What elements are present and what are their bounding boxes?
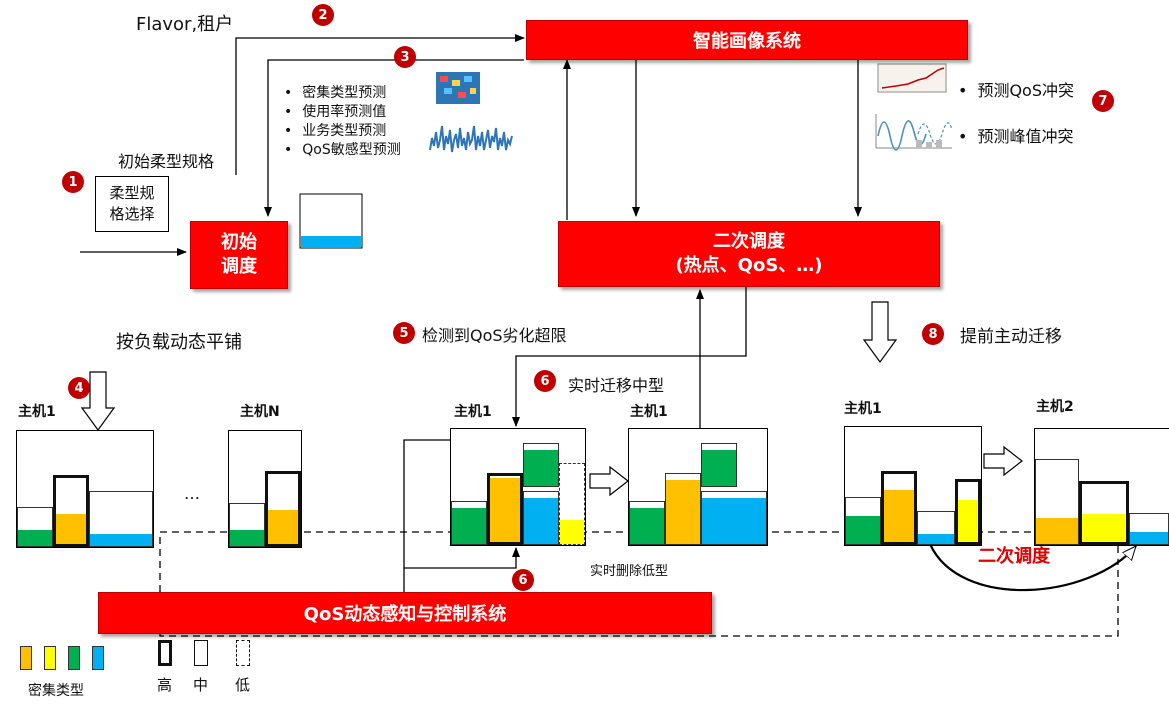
legend-low-swatch <box>236 640 250 666</box>
step-badge: 8 <box>922 323 944 345</box>
spec-select-line-2: 格选择 <box>109 205 155 223</box>
tile-label: 按负载动态平铺 <box>116 332 242 353</box>
vm-block-low <box>559 463 585 545</box>
secondary-scheduling-label-1: 二次调度 <box>713 231 785 252</box>
proactive-label: 提前主动迁移 <box>960 327 1062 347</box>
step-badge: 7 <box>1092 90 1114 112</box>
host-label: 主机2 <box>1036 399 1074 415</box>
legend-low-label: 低 <box>235 676 251 694</box>
secondary-scheduling-box[interactable]: 二次调度 (热点、QoS、…) <box>558 221 940 287</box>
vm-block <box>629 501 665 545</box>
vm-block <box>701 443 737 487</box>
step-badge: 1 <box>62 171 84 193</box>
initial-scheduling-label-2: 调度 <box>221 256 257 277</box>
hollow-arrow-down-4 <box>80 371 116 432</box>
host-panel <box>844 426 982 546</box>
conflict-list: 预测QoS冲突 预测峰值冲突 <box>958 68 1074 160</box>
peak-wave-thumbnail <box>875 114 953 151</box>
step-badge: 6 <box>512 569 534 591</box>
vm-block <box>701 491 767 545</box>
qos-control-system-box[interactable]: QoS动态感知与控制系统 <box>98 592 712 634</box>
vm-block <box>523 443 559 487</box>
prediction-item: 业务类型预测 <box>284 122 401 141</box>
hollow-arrow-right-1 <box>589 465 629 497</box>
conflict-item: 预测峰值冲突 <box>958 114 1074 160</box>
legend-swatch <box>68 646 80 670</box>
host-label: 主机1 <box>630 404 668 420</box>
vm-block <box>881 471 917 545</box>
prediction-list: 密集类型预测 使用率预测值 业务类型预测 QoS敏感型预测 <box>284 84 401 160</box>
vm-block <box>53 475 89 547</box>
secondary-scheduling-label-2: (热点、QoS、…) <box>675 255 823 276</box>
qos-control-system-label: QoS动态感知与控制系统 <box>303 604 507 625</box>
step-badge: 4 <box>68 377 90 399</box>
legend-mid-swatch <box>194 640 208 666</box>
vm-block <box>917 511 955 545</box>
step-badge: 5 <box>393 322 415 344</box>
flavor-label: Flavor,租户 <box>136 14 234 35</box>
hollow-arrow-down-8 <box>862 301 898 364</box>
vm-block <box>17 507 53 547</box>
host-panel <box>228 430 302 548</box>
vm-block <box>451 501 487 545</box>
step-badge: 6 <box>534 370 556 392</box>
spec-select-line-1: 柔型规 <box>109 184 155 202</box>
step-badge: 3 <box>394 46 416 68</box>
host-label: 主机1 <box>18 404 56 420</box>
vm-block <box>845 497 881 545</box>
host-label: 主机1 <box>844 401 882 417</box>
legend-high-swatch <box>158 640 172 666</box>
arrow-flavor-to-profile <box>235 34 525 175</box>
detect-label: 检测到QoS劣化超限 <box>422 326 567 345</box>
vm-block <box>1079 481 1129 545</box>
initial-scheduling-label-1: 初始 <box>221 232 257 253</box>
prediction-item: 使用率预测值 <box>284 103 401 122</box>
host-panel <box>450 428 586 546</box>
hollow-arrow-right-2 <box>983 445 1023 477</box>
arrow-qos-to-host1 <box>404 547 520 569</box>
vm-block <box>1035 459 1079 545</box>
spec-select-box[interactable]: 柔型规 格选择 <box>95 176 169 232</box>
legend-high-label: 高 <box>157 676 173 694</box>
vm-block <box>665 473 701 545</box>
prediction-item: 密集类型预测 <box>284 84 401 103</box>
curved-secondary-arrow-inner <box>935 543 1127 583</box>
legend-mid-label: 中 <box>193 676 209 694</box>
profile-system-label: 智能画像系统 <box>693 31 801 52</box>
secondary-red-label: 二次调度 <box>978 546 1050 567</box>
vm-block <box>1129 513 1169 545</box>
step-badge: 2 <box>312 4 334 26</box>
legend-swatch <box>20 646 32 670</box>
curved-secondary-arrow <box>928 543 1137 592</box>
host-panel <box>16 430 154 548</box>
host-panel <box>628 428 768 546</box>
conflict-item: 预测QoS冲突 <box>958 68 1074 114</box>
profile-system-box[interactable]: 智能画像系统 <box>526 20 968 60</box>
initial-scheduling-box[interactable]: 初始 调度 <box>190 221 288 289</box>
initial-spec-label: 初始柔型规格 <box>118 152 215 171</box>
host-label: 主机N <box>240 404 280 420</box>
vm-block <box>955 479 981 545</box>
delete-low-label: 实时删除低型 <box>590 564 669 579</box>
migrate-mid-label: 实时迁移中型 <box>568 376 665 395</box>
vm-block <box>229 503 265 547</box>
vm-block <box>523 491 559 545</box>
usage-thumbnail <box>429 125 513 153</box>
arrow-secondary-to-host1 <box>512 286 747 427</box>
vm-block <box>89 491 153 547</box>
arrow-profile-to-initial <box>264 59 524 217</box>
prediction-item: QoS敏感型预测 <box>284 141 400 160</box>
vm-block <box>487 473 523 545</box>
host-panel <box>1034 428 1169 546</box>
legend-types-label: 密集类型 <box>28 683 84 699</box>
legend-swatch <box>44 646 56 670</box>
legend-swatch <box>92 646 104 670</box>
ellipsis: … <box>184 484 200 503</box>
vm-block <box>265 471 301 547</box>
host-label: 主机1 <box>454 404 492 420</box>
heatmap-thumbnail <box>436 72 480 104</box>
